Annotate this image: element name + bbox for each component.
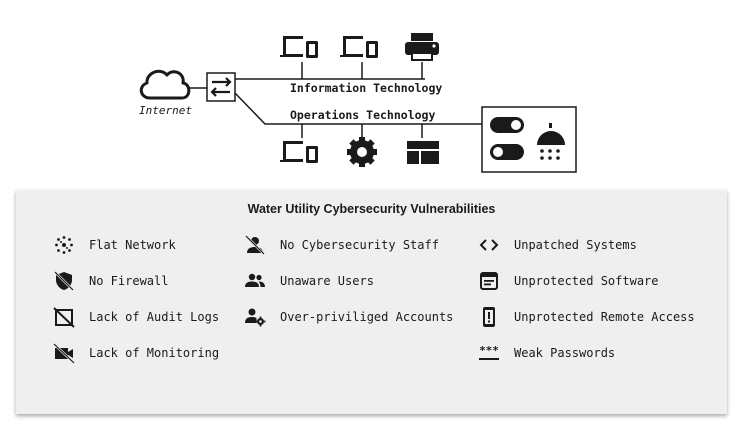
toggle-icon (490, 117, 524, 133)
shield-off-icon (54, 271, 74, 291)
list-item: Unprotected Remote Access (478, 306, 695, 328)
scatter-icon (55, 236, 73, 254)
svg-text:***: *** (479, 344, 499, 357)
list-item: No Firewall (53, 270, 168, 292)
phone-alert-icon (483, 307, 495, 327)
network-diagram: Internet Information Technology Operatio… (0, 0, 744, 185)
list-item: Lack of Audit Logs (53, 306, 219, 328)
vulnerability-label: Over-priviliged Accounts (280, 310, 454, 324)
list-item: Flat Network (53, 234, 176, 256)
ot-label: Operations Technology (290, 108, 436, 122)
list-item: Unaware Users (244, 270, 374, 292)
toggle-icon (490, 144, 524, 160)
devices-icon (280, 36, 318, 58)
panel-title: Water Utility Cybersecurity Vulnerabilit… (247, 202, 496, 216)
password-icon: *** (479, 344, 499, 360)
vulnerability-label: Unprotected Remote Access (514, 310, 695, 324)
router-icon (206, 72, 236, 102)
camera-off-icon (53, 343, 75, 364)
printer-icon (405, 33, 439, 61)
users-icon (245, 273, 265, 287)
person-off-icon (245, 235, 265, 255)
no-logs-icon (53, 307, 75, 328)
code-icon (479, 239, 499, 251)
window-icon (480, 272, 498, 290)
vulnerability-label: No Firewall (89, 274, 169, 288)
network-links (187, 62, 482, 138)
it-label: Information Technology (290, 81, 443, 95)
internet-label: Internet (139, 104, 192, 117)
devices-icon (340, 36, 378, 58)
cloud-icon (139, 69, 191, 100)
vulnerabilities-panel: Water Utility Cybersecurity Vulnerabilit… (16, 190, 727, 414)
gear-icon (347, 137, 377, 167)
vulnerability-label: Weak Passwords (514, 346, 616, 360)
vulnerability-label: Lack of Audit Logs (89, 310, 220, 324)
vulnerability-label: Flat Network (89, 238, 176, 252)
control-panel (481, 106, 577, 173)
vulnerability-label: Unprotected Software (514, 274, 659, 288)
shower-icon (537, 123, 565, 160)
vulnerability-label: Unpatched Systems (514, 238, 637, 252)
list-item: Over-priviliged Accounts (244, 306, 453, 328)
list-item: Unpatched Systems (478, 234, 637, 256)
vulnerability-label: Unaware Users (280, 274, 374, 288)
vulnerability-label: Lack of Monitoring (89, 346, 220, 360)
vulnerability-label: No Cybersecurity Staff (280, 238, 439, 252)
dashboard-icon (407, 141, 439, 164)
list-item: Lack of Monitoring (53, 342, 219, 364)
admin-user-icon (245, 308, 266, 327)
list-item: *** Weak Passwords (478, 342, 615, 364)
list-item: Unprotected Software (478, 270, 659, 292)
devices-icon (280, 141, 318, 163)
list-item: No Cybersecurity Staff (244, 234, 439, 256)
